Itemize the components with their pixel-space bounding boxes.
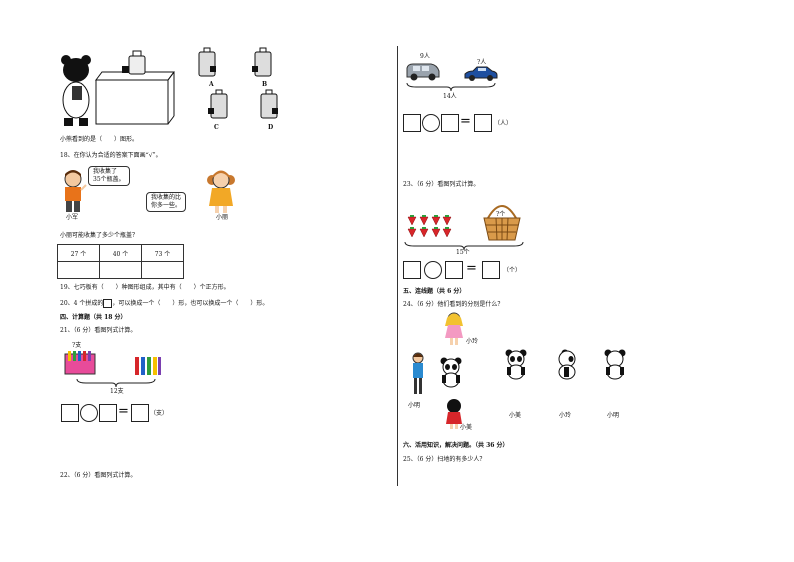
equals-sign: = (118, 404, 129, 419)
girl-xiaoli-illustration (207, 170, 235, 213)
xiaojun-bubble-line1: 我收集了 (93, 168, 118, 175)
car-total: 14人 (443, 93, 457, 100)
q23-unit: （个） (503, 267, 522, 274)
answer-box-1[interactable] (403, 261, 421, 279)
option-b-label: B (262, 81, 268, 88)
bottle-option-c-image (208, 89, 228, 119)
q22-unit: （人） (494, 120, 513, 127)
panda-view-back-illustration (604, 349, 626, 380)
q22-text: 22、（6 分）看图列式计算。 (60, 472, 137, 479)
answer-box-2[interactable] (441, 114, 459, 132)
answer-box-2[interactable] (99, 404, 117, 422)
option-d-label: D (268, 124, 274, 131)
equals-sign: = (466, 261, 477, 276)
xiaojun-name: 小军 (66, 214, 79, 221)
answer-box-2[interactable] (445, 261, 463, 279)
xiaoli-speech-bubble: 我收集的比 你多一些。 (146, 192, 187, 212)
car-brace (406, 82, 496, 92)
q20-prefix: 20、4 个拼成的 (60, 300, 104, 307)
answer-cell[interactable] (99, 261, 142, 279)
q25-text: 25、（6 分）扫地的有多少人？ (403, 456, 486, 463)
crayon-box-illustration (64, 351, 96, 375)
q21-brace (76, 378, 156, 388)
q24-text: 24、（6 分）他们看到的分别是什么？ (403, 301, 504, 308)
column-divider (397, 46, 398, 486)
panda-name-2: 小玲 (559, 412, 572, 419)
answer-options-table: 27 个 40 个 73 个 (57, 244, 184, 279)
answer-box-result[interactable] (474, 114, 492, 132)
option-a-label: A (209, 81, 214, 88)
answer-cell[interactable] (141, 261, 184, 279)
option-c-label: C (214, 124, 219, 131)
q18-question: 小丽可能收集了多少个瓶盖？ (60, 232, 139, 239)
q21-top-label: ?支 (72, 342, 82, 349)
bear-and-table-illustration (61, 50, 175, 126)
q21-text: 21、（6 分）看图列式计算。 (60, 327, 137, 334)
answer-box-1[interactable] (61, 404, 79, 422)
q21-unit: （支） (150, 410, 169, 417)
xiaojun-speech-bubble: 我收集了 35个瓶盖。 (88, 166, 130, 186)
bottle-option-a-image (198, 47, 216, 77)
q20-suffix: ，可以换成一个（ ）形，也可以换成一个（ ）形。 (112, 300, 269, 307)
boy-xiaoming-illustration (412, 352, 424, 394)
panda-view-front-illustration (505, 349, 527, 380)
xiaojun-bubble-line2: 35个瓶盖。 (93, 176, 125, 183)
answer-box-1[interactable] (403, 114, 421, 132)
car-label-unknown: ?人 (477, 59, 487, 66)
operator-circle[interactable] (422, 114, 440, 132)
xiaoli-bubble-line2: 你多一些。 (151, 202, 182, 209)
operator-circle[interactable] (80, 404, 98, 422)
basket-label: ?个 (496, 211, 506, 218)
answer-box-result[interactable] (131, 404, 149, 422)
basket-illustration (483, 205, 521, 241)
option-cell-73: 73 个 (141, 244, 184, 262)
panda-center-illustration (440, 357, 462, 388)
option-cell-40: 40 个 (99, 244, 142, 262)
answer-cell[interactable] (57, 261, 100, 279)
crayons-illustration (135, 357, 161, 375)
equals-sign: = (460, 114, 471, 129)
strawberry-total: 15个 (456, 249, 470, 256)
xiaoli-bubble-line1: 我收集的比 (151, 194, 182, 201)
car-label-9: 9人 (420, 53, 430, 60)
girl-xiaomei-name: 小美 (460, 424, 473, 431)
square-icon (103, 299, 113, 308)
bottle-option-b-image (252, 47, 272, 77)
strawberry-brace (404, 241, 524, 251)
xiaoli-name: 小丽 (216, 214, 229, 221)
girl-xiaomei-illustration (446, 399, 462, 429)
answer-box-result[interactable] (482, 261, 500, 279)
operator-circle[interactable] (424, 261, 442, 279)
q19-text: 19、七巧板有（ ）种图形组成，其中有（ ）个正方形。 (60, 284, 230, 291)
section4-title: 四、计算题（共 18 分） (60, 314, 127, 321)
option-cell-27: 27 个 (57, 244, 100, 262)
q20-line: 20、4 个拼成的 ，可以换成一个（ ）形，也可以换成一个（ ）形。 (60, 299, 268, 308)
q18-title: 18、在你认为合适的答案下面画“√”。 (60, 152, 162, 159)
q23-text: 23、（6 分）看图列式计算。 (403, 181, 480, 188)
strawberries-illustration (407, 215, 452, 238)
boy-xiaojun-illustration (64, 170, 87, 212)
q21-bottom-label: 12支 (110, 388, 124, 395)
section5-title: 五、连线题（共 6 分） (403, 288, 466, 295)
section6-title: 六、活用知识，解决问题。（共 36 分） (403, 442, 509, 449)
bottle-option-d-image (260, 89, 278, 119)
van-illustration (406, 63, 440, 81)
panda-name-3: 小明 (607, 412, 620, 419)
panda-view-side-illustration (558, 349, 576, 380)
car-illustration (464, 66, 498, 81)
boy-xiaoming-name: 小明 (408, 402, 421, 409)
girl-xiaoling-name: 小玲 (466, 338, 479, 345)
q17-text: 小熊看到的是（ ）图形。 (60, 136, 139, 143)
panda-name-1: 小美 (509, 412, 522, 419)
girl-xiaoling-illustration (445, 312, 463, 345)
